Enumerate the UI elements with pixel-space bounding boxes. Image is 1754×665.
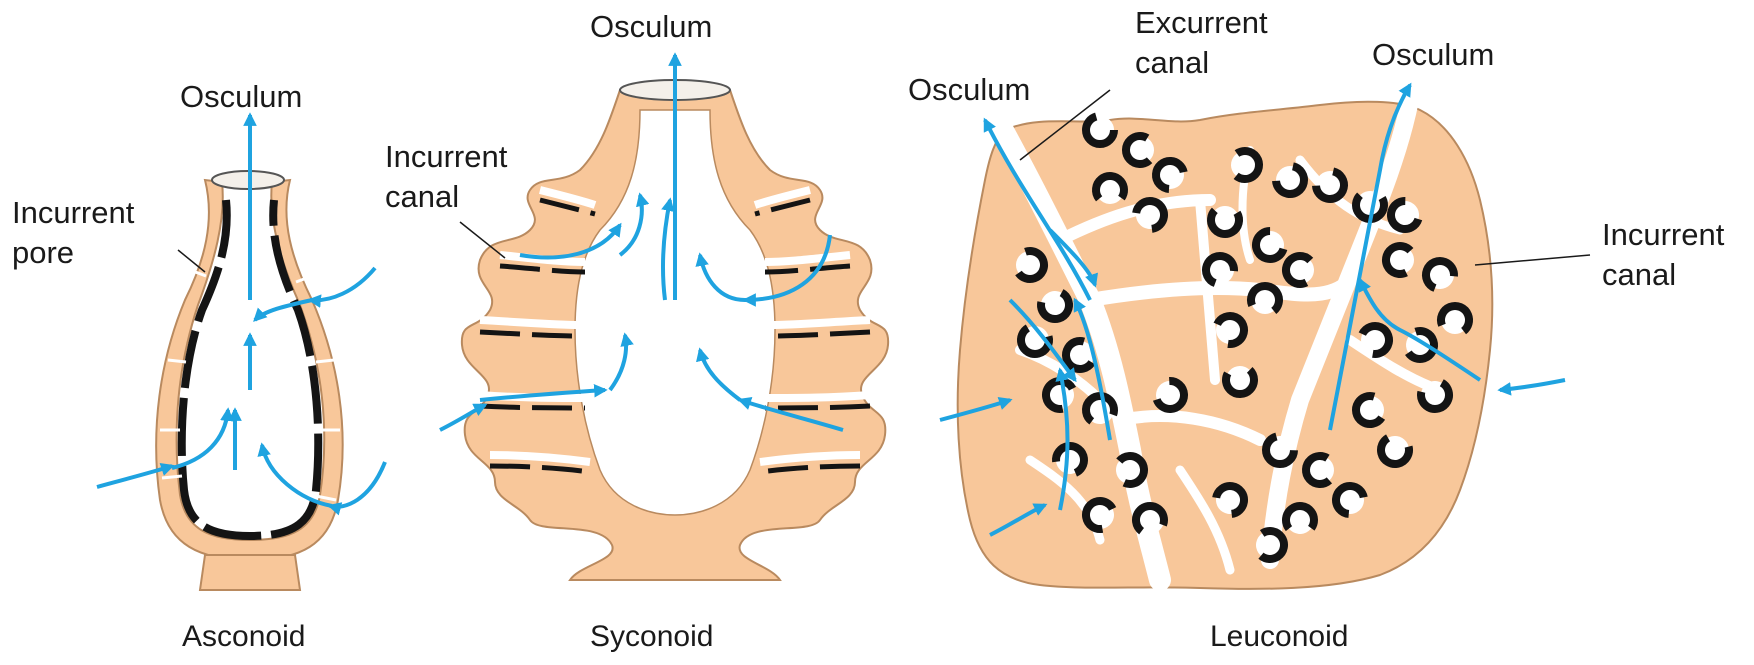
asconoid-caption: Asconoid: [182, 620, 305, 654]
asconoid-incurrent-label-line2: pore: [12, 236, 74, 270]
asconoid-incurrent-label-line1: Incurrent: [12, 196, 134, 230]
syconoid-diagram: [440, 55, 888, 580]
leuconoid-incurrent-pointer: [1475, 255, 1590, 265]
leuconoid-diagram: [940, 85, 1590, 589]
asconoid-diagram: [97, 115, 385, 590]
leuconoid-osculum-left-label: Osculum: [908, 73, 1030, 107]
syconoid-incurrent-pointer: [460, 222, 505, 258]
syconoid-osculum-label: Osculum: [590, 10, 712, 44]
asconoid-osculum-label: Osculum: [180, 80, 302, 114]
choanocyte-chamber: [1086, 116, 1114, 144]
asconoid-base: [200, 555, 300, 590]
leuconoid-caption: Leuconoid: [1210, 620, 1348, 654]
leuconoid-osculum-right-label: Osculum: [1372, 38, 1494, 72]
leuconoid-excurrent-label-line2: canal: [1135, 46, 1209, 80]
syconoid-incurrent-label-line1: Incurrent: [385, 140, 507, 174]
leuconoid-incurrent-label-line1: Incurrent: [1602, 218, 1724, 252]
syconoid-incurrent-label-line2: canal: [385, 180, 459, 214]
syconoid-caption: Syconoid: [590, 620, 713, 654]
leuconoid-excurrent-label-line1: Excurrent: [1135, 6, 1268, 40]
leuconoid-incurrent-label-line2: canal: [1602, 258, 1676, 292]
